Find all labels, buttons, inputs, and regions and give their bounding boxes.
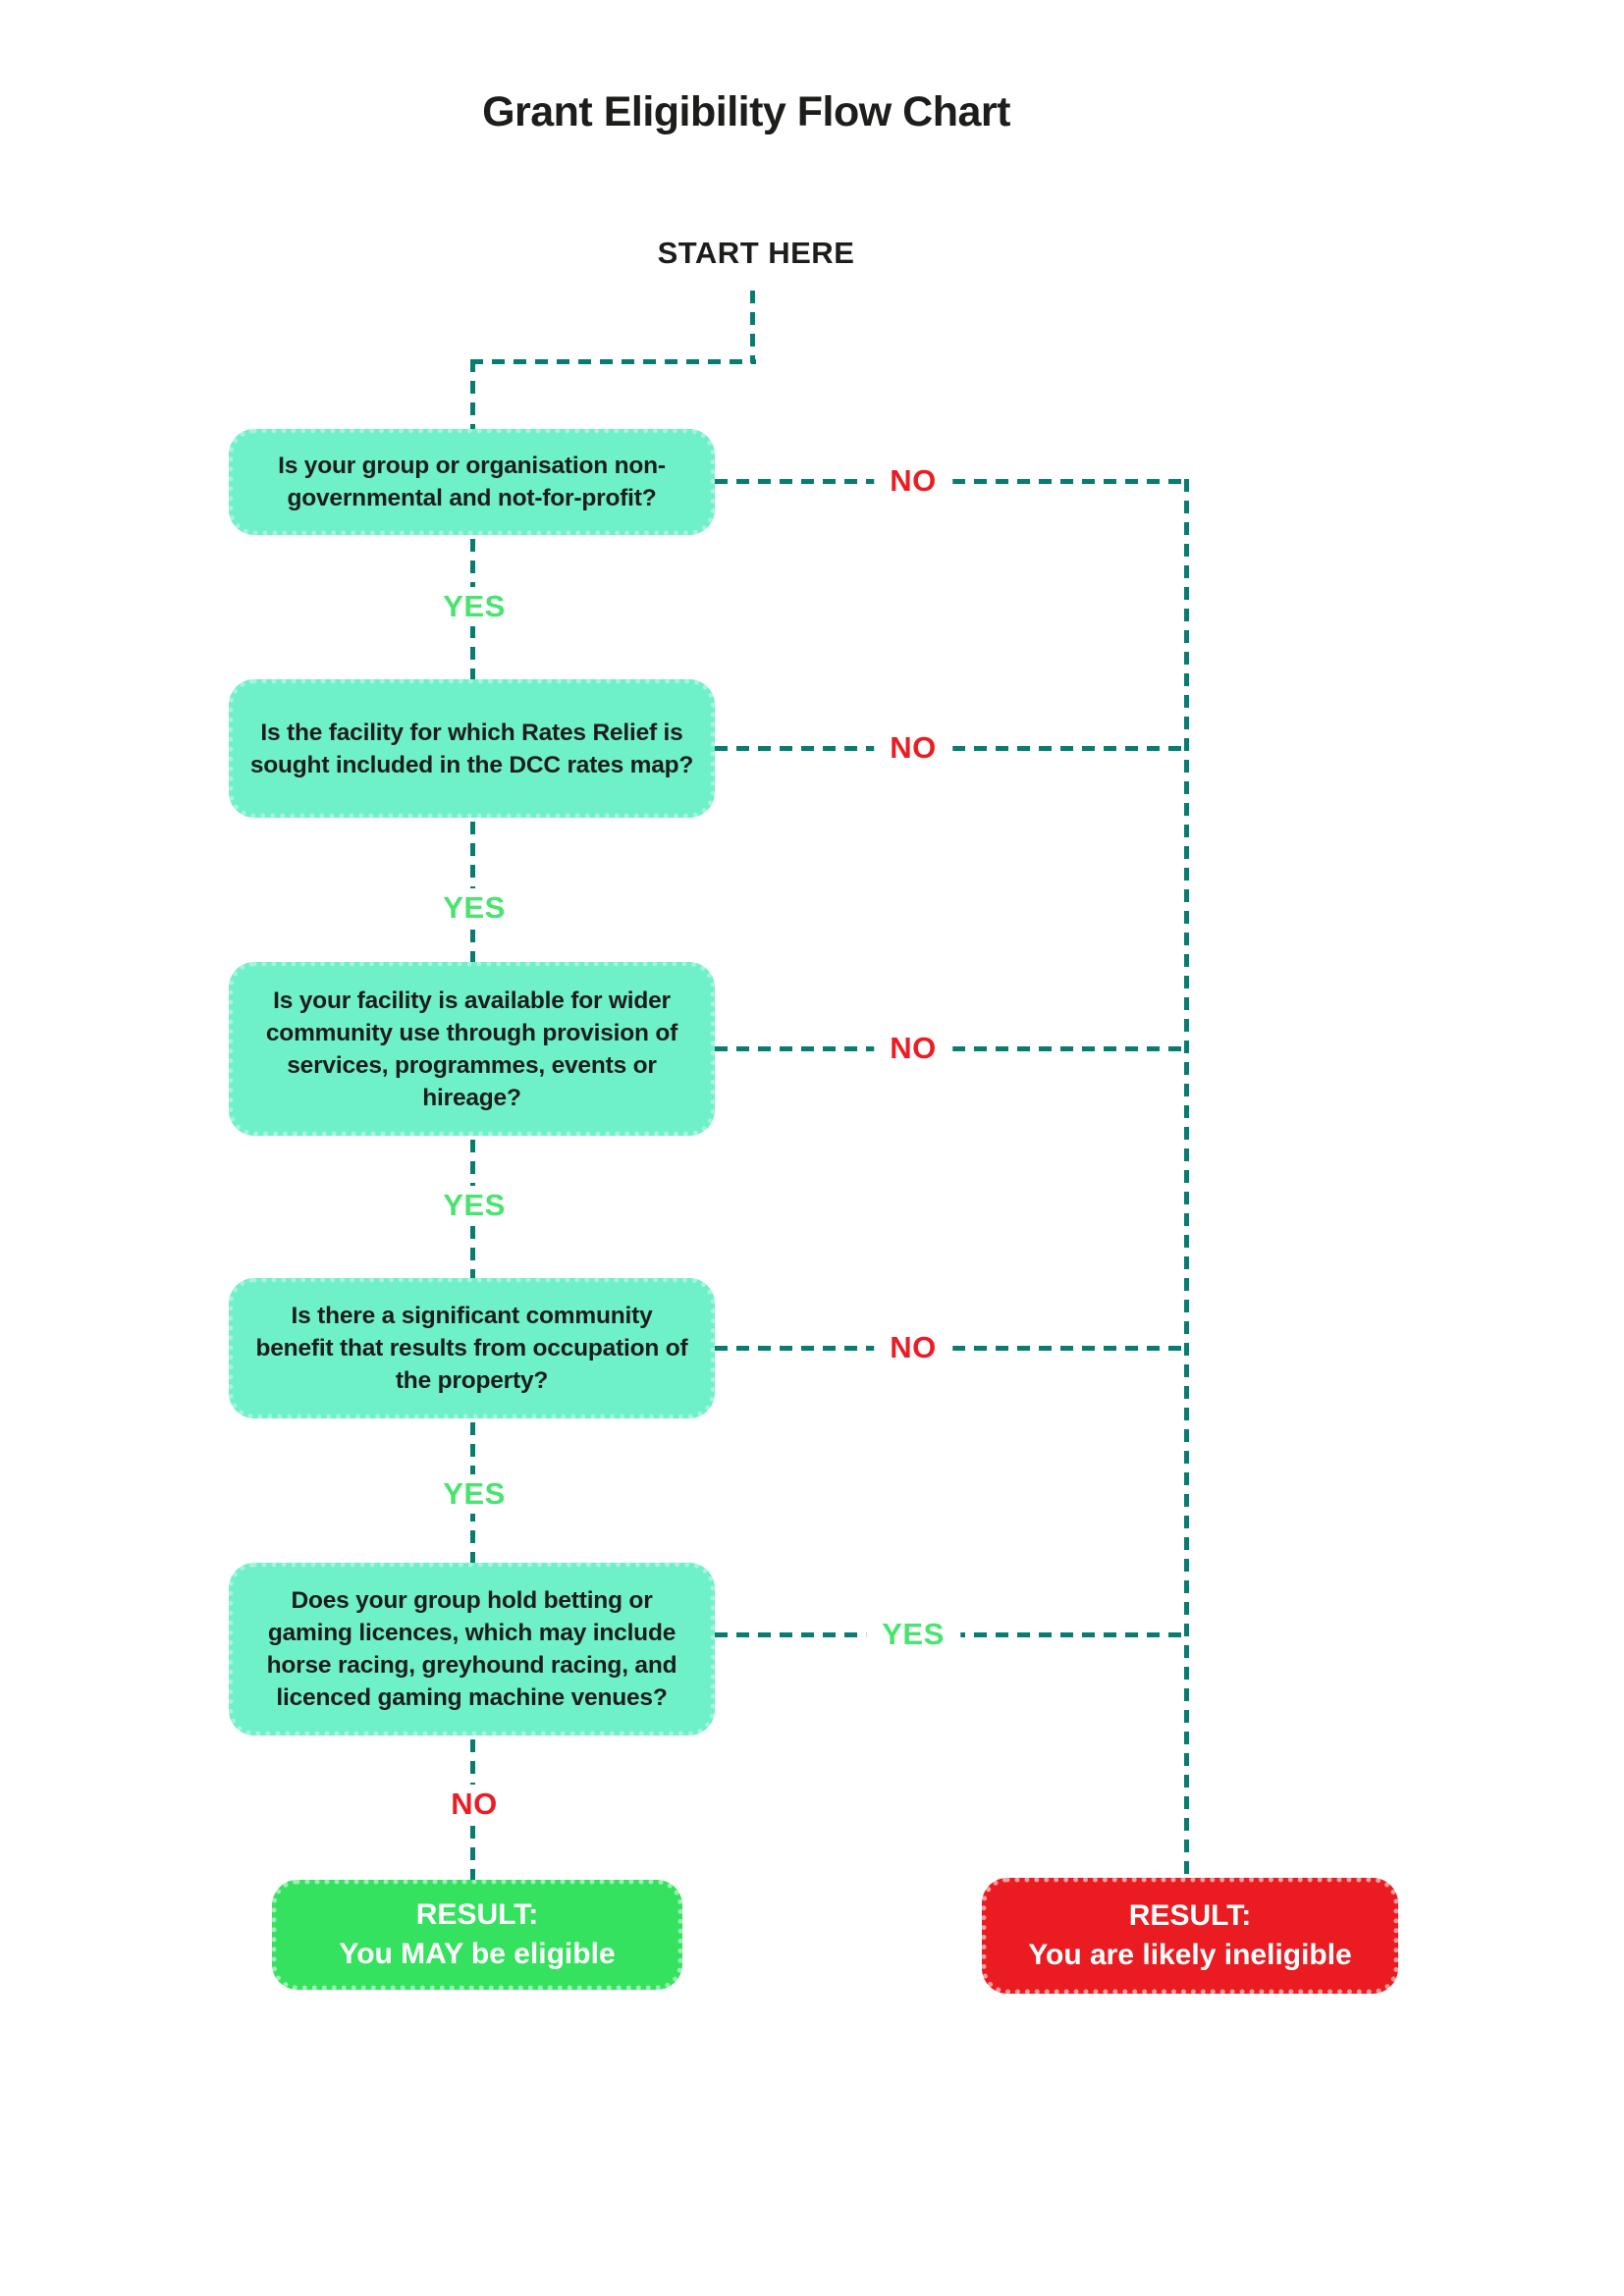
- branch-label-q4-right: NO: [874, 1328, 952, 1367]
- branch-label-q3-right: NO: [874, 1029, 952, 1068]
- start-here-label: START HERE: [657, 236, 855, 270]
- branch-label-q3-down: YES: [427, 1186, 521, 1225]
- result-ineligible-box: RESULT: You are likely ineligible: [982, 1878, 1398, 1994]
- question-box-4: Is there a significant community benefit…: [229, 1278, 715, 1418]
- branch-label-q2-down: YES: [427, 888, 521, 928]
- question-text-1: Is your group or organisation non-govern…: [278, 453, 666, 511]
- result-eligible-text: You MAY be eligible: [339, 1938, 616, 1970]
- page-title: Grant Eligibility Flow Chart: [482, 88, 1010, 135]
- branch-label-q4-down: YES: [427, 1474, 521, 1514]
- result-ineligible-title: RESULT:: [1128, 1899, 1252, 1932]
- connector-start-left: [470, 359, 756, 364]
- branch-label-q5-down: NO: [435, 1785, 514, 1824]
- question-box-5: Does your group hold betting or gaming l…: [229, 1563, 715, 1735]
- branch-label-q5-right: YES: [866, 1615, 960, 1654]
- connector-right-trunk: [1184, 479, 1189, 1878]
- question-box-3: Is your facility is available for wider …: [229, 962, 715, 1136]
- branch-label-q1-right: NO: [874, 461, 952, 501]
- question-text-4: Is there a significant community benefit…: [255, 1303, 688, 1394]
- question-box-2: Is the facility for which Rates Relief i…: [229, 679, 715, 818]
- branch-label-q1-down: YES: [427, 587, 521, 626]
- result-eligible-title: RESULT:: [415, 1898, 539, 1931]
- question-text-3: Is your facility is available for wider …: [265, 987, 678, 1111]
- branch-label-q2-right: NO: [874, 728, 952, 768]
- connector-start-into-q1: [470, 359, 475, 429]
- connector-start-down: [750, 291, 755, 363]
- result-ineligible-text: You are likely ineligible: [1028, 1939, 1352, 1971]
- question-text-5: Does your group hold betting or gaming l…: [266, 1587, 677, 1711]
- question-text-2: Is the facility for which Rates Relief i…: [249, 719, 694, 778]
- question-box-1: Is your group or organisation non-govern…: [229, 429, 715, 535]
- result-eligible-box: RESULT: You MAY be eligible: [272, 1880, 682, 1990]
